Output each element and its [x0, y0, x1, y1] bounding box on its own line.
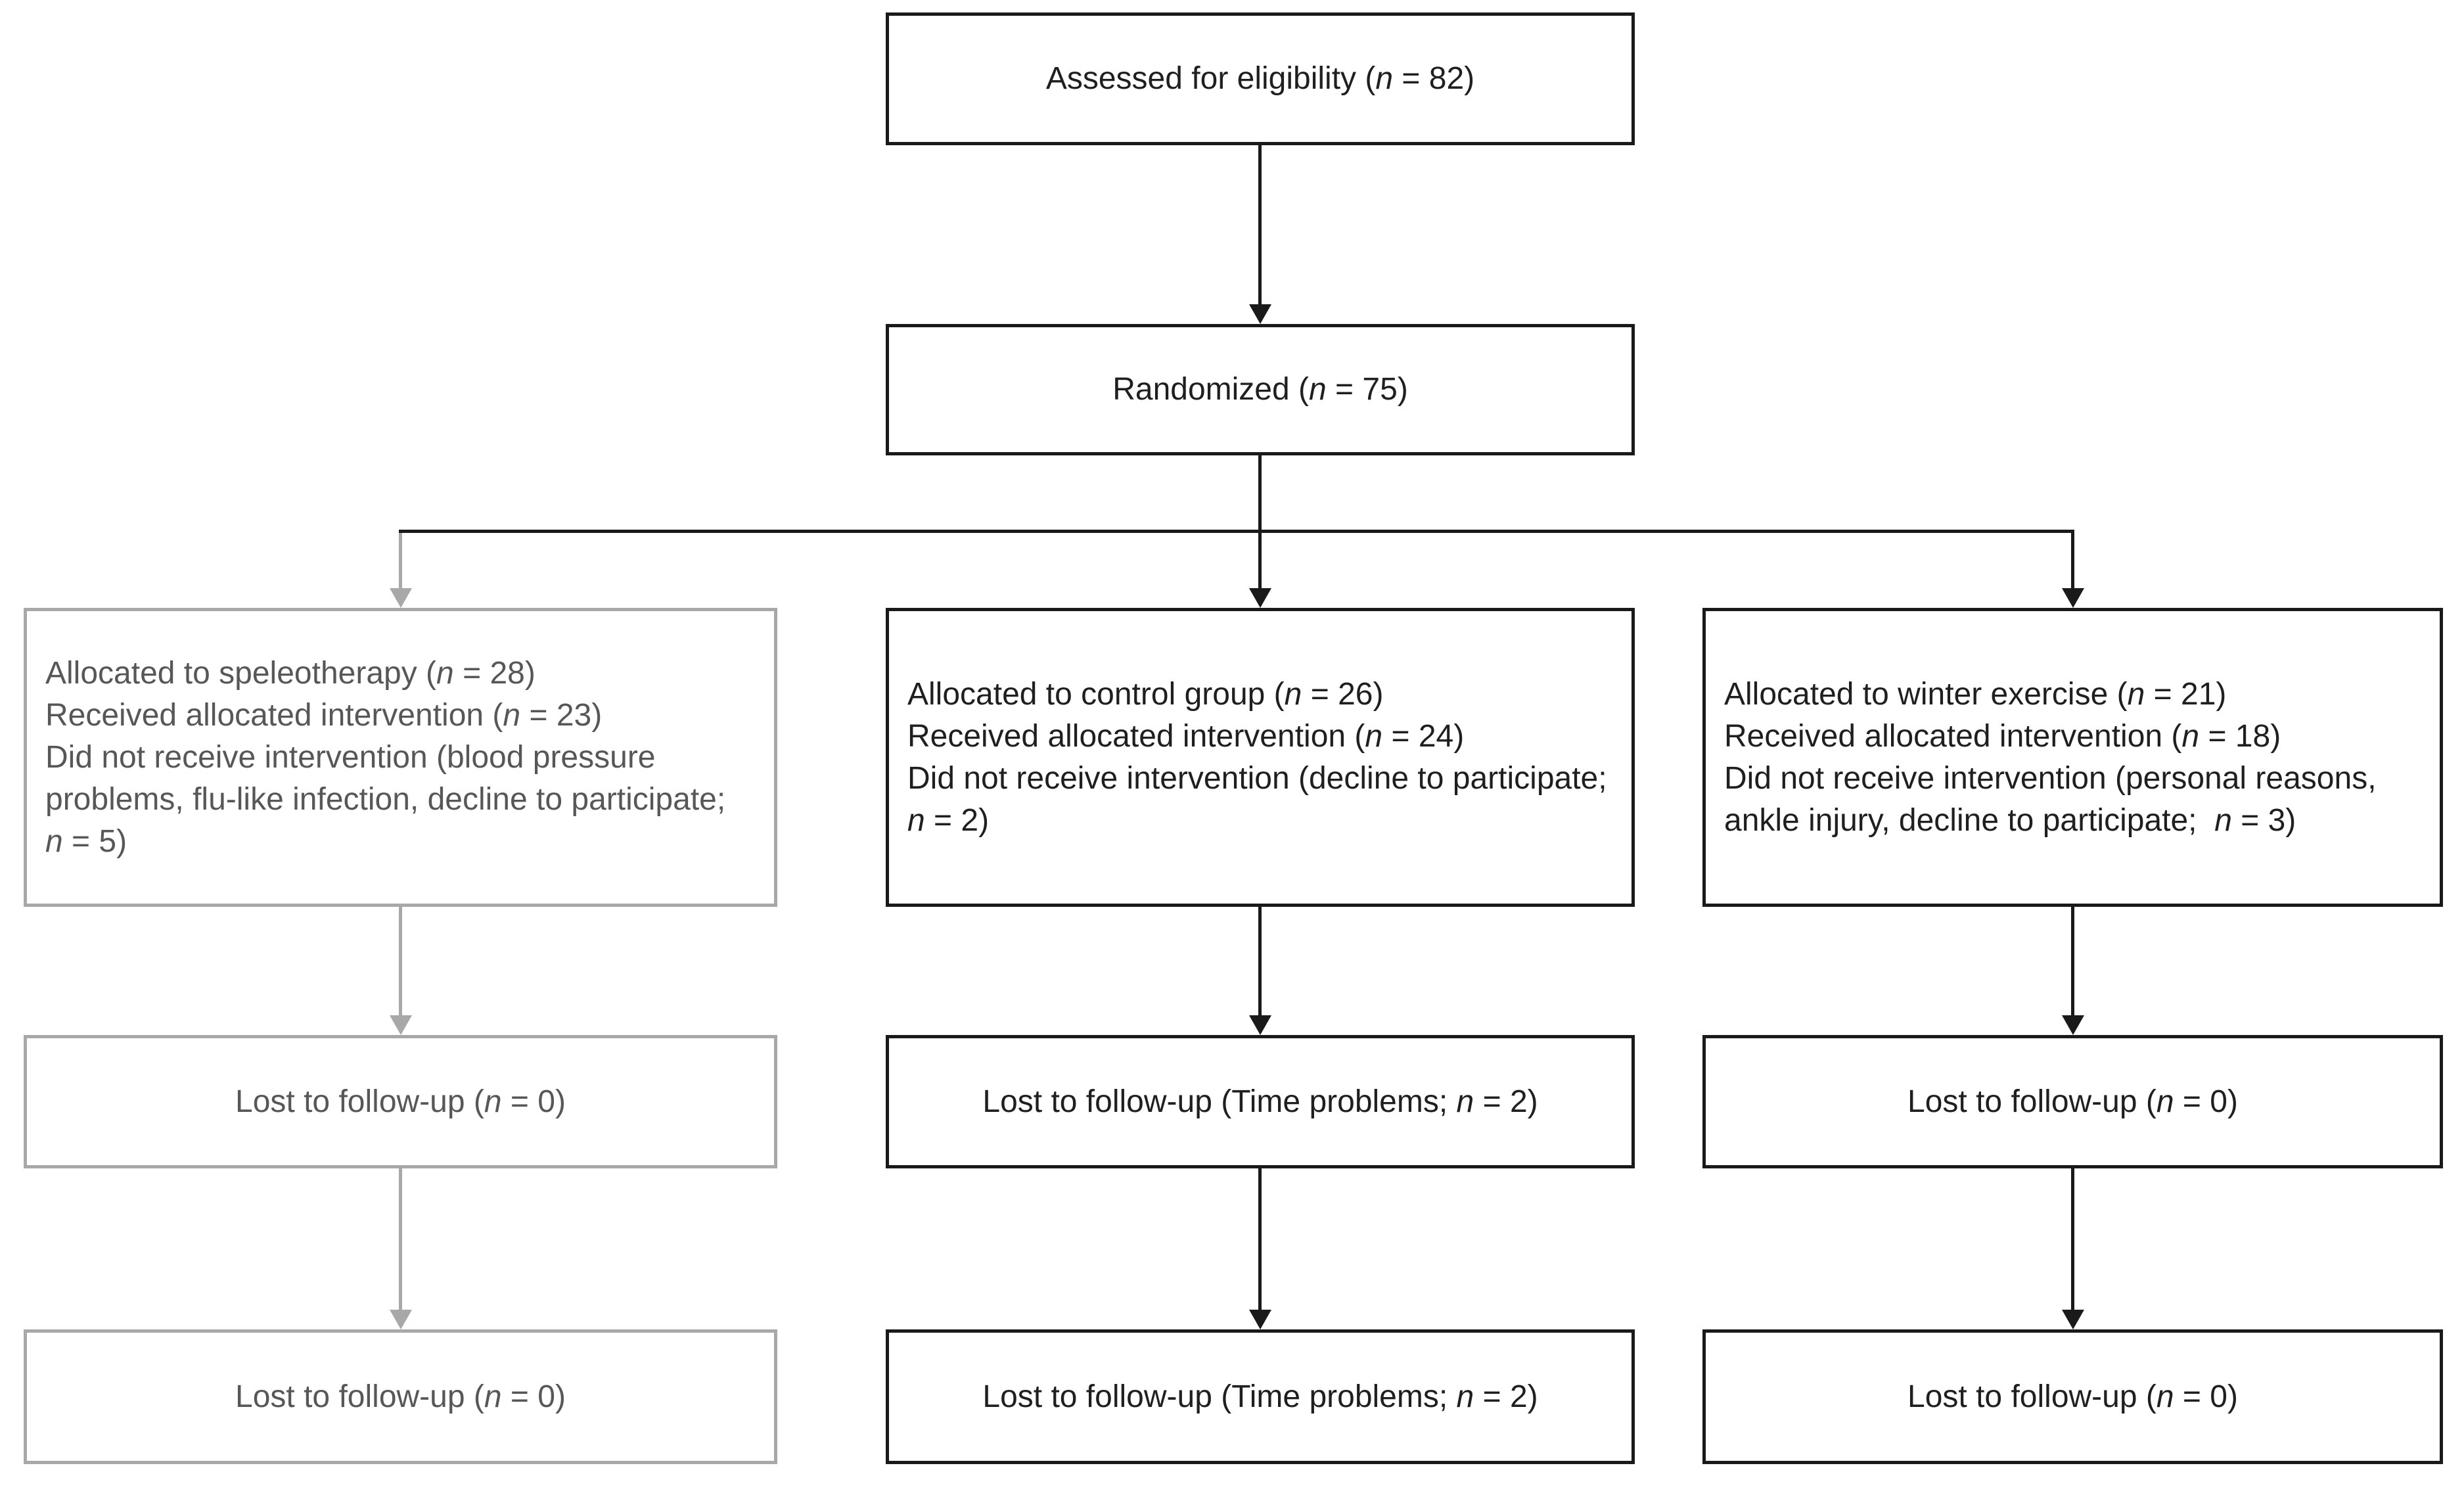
allocation-winter-line-1: Allocated to winter exercise (n = 21) [1724, 676, 2227, 712]
arrowhead-winter-to-followup1 [2062, 1015, 2084, 1035]
arrowhead-drop-control [1249, 588, 1271, 608]
arrowhead-drop-winter-exercise [2062, 588, 2084, 608]
followup1-box-control: Lost to follow-up (Time problems; n = 2) [886, 1035, 1635, 1168]
followup2-winter-text: Lost to follow-up (n = 0) [1907, 1379, 2238, 1414]
arrowhead-drop-speleotherapy [390, 588, 412, 608]
arrowhead-speleotherapy-to-followup2 [390, 1310, 412, 1329]
allocation-control-line-1: Allocated to control group (n = 26) [907, 676, 1384, 712]
followup2-control-text: Lost to follow-up (Time problems; n = 2) [982, 1379, 1538, 1414]
assessed-text: Assessed for eligibility (n = 82) [1045, 61, 1475, 96]
followup2-box-control: Lost to follow-up (Time problems; n = 2) [886, 1329, 1635, 1464]
drop-line-speleotherapy [399, 533, 402, 589]
line-randomized-down [1258, 455, 1262, 530]
arrow-line-speleotherapy-to-followup2 [399, 1168, 402, 1311]
allocation-box-speleotherapy: Allocated to speleotherapy (n = 28) Rece… [24, 608, 777, 907]
arrow-line-speleotherapy-to-followup1 [399, 907, 402, 1017]
drop-line-control [1258, 533, 1262, 589]
followup2-box-speleotherapy: Lost to follow-up (n = 0) [24, 1329, 777, 1464]
arrow-line-winter-to-followup1 [2071, 907, 2074, 1017]
arrowhead-control-to-followup2 [1249, 1310, 1271, 1329]
allocation-winter-line-3: Did not receive intervention (personal r… [1724, 760, 2385, 838]
arrow-line-control-to-followup2 [1258, 1168, 1262, 1311]
arrow-line-control-to-followup1 [1258, 907, 1262, 1017]
followup1-speleotherapy-text: Lost to follow-up (n = 0) [235, 1084, 566, 1119]
arrowhead-speleotherapy-to-followup1 [390, 1015, 412, 1035]
followup1-box-speleotherapy: Lost to follow-up (n = 0) [24, 1035, 777, 1168]
allocation-control-line-2: Received allocated intervention (n = 24) [907, 718, 1465, 754]
allocation-box-control: Allocated to control group (n = 26) Rece… [886, 608, 1635, 907]
randomized-box: Randomized (n = 75) [886, 324, 1635, 455]
arrowhead-winter-to-followup2 [2062, 1310, 2084, 1329]
followup1-winter-text: Lost to follow-up (n = 0) [1907, 1084, 2238, 1119]
drop-line-winter-exercise [2071, 533, 2074, 589]
allocation-winter-line-2: Received allocated intervention (n = 18) [1724, 718, 2281, 754]
arrow-line-assessed-to-randomized [1258, 145, 1262, 306]
allocation-speleotherapy-line-2: Received allocated intervention (n = 23) [45, 697, 603, 733]
assessed-box: Assessed for eligibility (n = 82) [886, 12, 1635, 145]
followup2-speleotherapy-text: Lost to follow-up (n = 0) [235, 1379, 566, 1414]
followup1-control-text: Lost to follow-up (Time problems; n = 2) [982, 1084, 1538, 1119]
allocation-control-line-3: Did not receive intervention (decline to… [907, 760, 1625, 838]
followup2-box-winter-exercise: Lost to follow-up (n = 0) [1702, 1329, 2443, 1464]
allocation-speleotherapy-line-3: Did not receive intervention (blood pres… [45, 739, 743, 859]
branch-horizontal-line [399, 530, 2074, 533]
randomized-text: Randomized (n = 75) [1112, 372, 1408, 407]
followup1-box-winter-exercise: Lost to follow-up (n = 0) [1702, 1035, 2443, 1168]
arrowhead-assessed-to-randomized [1249, 304, 1271, 324]
allocation-speleotherapy-line-1: Allocated to speleotherapy (n = 28) [45, 655, 536, 691]
arrow-line-winter-to-followup2 [2071, 1168, 2074, 1311]
arrowhead-control-to-followup1 [1249, 1015, 1271, 1035]
allocation-box-winter-exercise: Allocated to winter exercise (n = 21) Re… [1702, 608, 2443, 907]
